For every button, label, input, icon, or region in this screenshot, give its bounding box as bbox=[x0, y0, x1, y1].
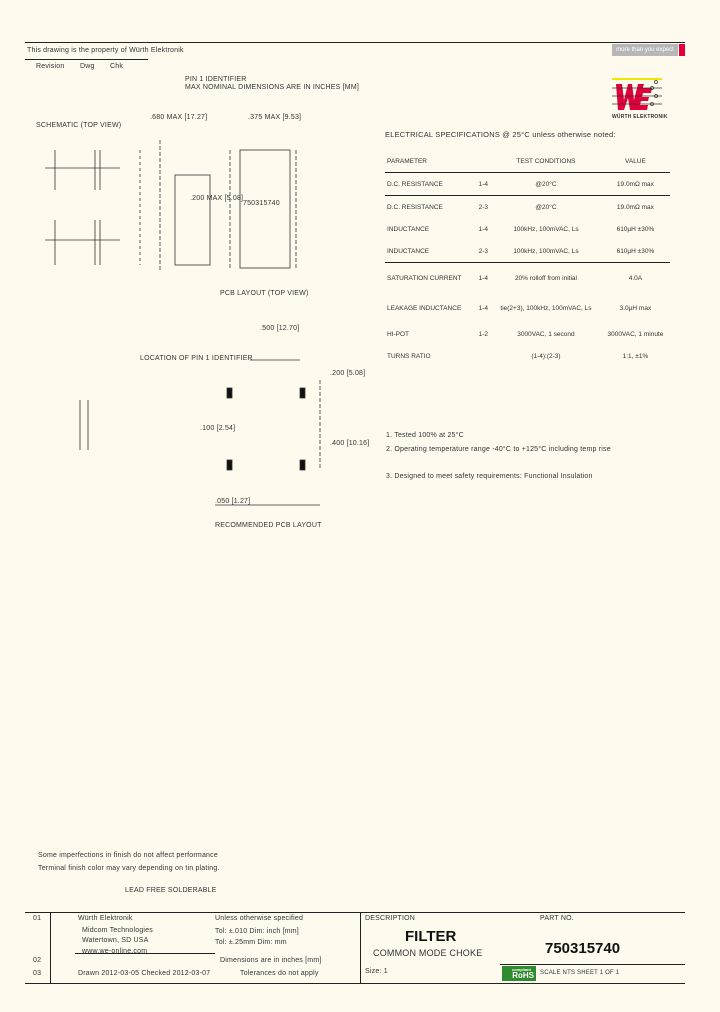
website: www.we-online.com bbox=[82, 948, 148, 955]
pcb-layout-caption: PCB LAYOUT (TOP VIEW) bbox=[220, 290, 309, 297]
header-title: This drawing is the property of Würth El… bbox=[27, 47, 184, 54]
table-header: PARAMETER TEST CONDITIONS VALUE bbox=[385, 150, 670, 173]
we-logo-icon bbox=[612, 78, 662, 110]
header-underline bbox=[25, 59, 148, 60]
chk-label: Chk bbox=[110, 63, 124, 70]
spec-note-3: 3. Designed to meet safety requirements:… bbox=[386, 473, 593, 480]
spec-note-1: 1. Tested 100% at 25°C bbox=[386, 432, 464, 439]
top-border bbox=[25, 42, 685, 43]
rev-1: 01 bbox=[33, 915, 42, 922]
product-type: FILTER bbox=[405, 928, 457, 945]
part-number: 750315740 bbox=[545, 940, 621, 957]
slogan-badge: more than you expect bbox=[612, 44, 678, 56]
dim-pitch: .100 [2.54] bbox=[200, 425, 236, 432]
we-logo: WÜRTH ELEKTRONIK bbox=[612, 78, 668, 122]
top-view bbox=[229, 149, 297, 270]
dim-pcb-width: .500 [12.70] bbox=[260, 325, 300, 332]
address-line-1: Midcom Technologies bbox=[82, 927, 153, 934]
recommended-layout-caption: RECOMMENDED PCB LAYOUT bbox=[215, 522, 322, 529]
revision-label: Revision bbox=[36, 63, 65, 70]
dim-pad: .200 [5.08] bbox=[330, 370, 366, 377]
product-description: COMMON MODE CHOKE bbox=[373, 948, 483, 958]
dim-pad-size: .050 [1.27] bbox=[215, 498, 251, 505]
dates: Drawn 2012-03-05 Checked 2012-03-07 bbox=[78, 970, 211, 977]
note-dimensions: MAX NOMINAL DIMENSIONS ARE IN INCHES [MM… bbox=[185, 84, 360, 91]
tolerance-mm: Tol: ±.25mm Dim: mm bbox=[215, 939, 287, 946]
part-label: PART NO. bbox=[540, 915, 574, 922]
dim-height: .375 MAX [9.53] bbox=[248, 114, 302, 121]
spec-note-2: 2. Operating temperature range -40°C to … bbox=[386, 446, 611, 453]
designer: Würth Elektronik bbox=[78, 915, 133, 922]
rev-3: 03 bbox=[33, 970, 42, 977]
schematic-symbol bbox=[45, 150, 141, 265]
terminal-note: Terminal finish color may vary depending… bbox=[38, 865, 220, 872]
sheet-info: SCALE NTS SHEET 1 OF 1 bbox=[540, 970, 620, 976]
side-view bbox=[159, 140, 211, 270]
rohs-badge: RoHS compliant bbox=[502, 966, 536, 981]
finish-line-1: Dimensions are in inches [mm] bbox=[220, 957, 322, 964]
part-marking: 750315740 bbox=[243, 200, 280, 207]
dim-width: .680 MAX [17.27] bbox=[150, 114, 208, 121]
table-row: TURNS RATIO(1-4):(2-3)1:1, ±1% bbox=[387, 352, 649, 360]
badge-accent bbox=[679, 44, 685, 56]
finish-line-2: Tolerances do not apply bbox=[240, 970, 319, 977]
dwg-label: Dwg bbox=[80, 63, 95, 70]
tolerance-heading: Unless otherwise specified bbox=[215, 915, 304, 922]
tolerance-inch: Tol: ±.010 Dim: inch [mm] bbox=[215, 928, 299, 935]
electrical-spec-table: PARAMETER TEST CONDITIONS VALUE D.C. RES… bbox=[385, 150, 670, 367]
schematic-label: SCHEMATIC (TOP VIEW) bbox=[36, 122, 122, 129]
dim-pad-spacing: .400 [10.16] bbox=[330, 440, 370, 447]
pin1-location-label: LOCATION OF PIN 1 IDENTIFIER bbox=[140, 355, 253, 362]
description-label: DESCRIPTION bbox=[365, 915, 416, 922]
spec-title: ELECTRICAL SPECIFICATIONS @ 25°C unless … bbox=[385, 130, 616, 139]
dim-side: .200 MAX [5.08] bbox=[190, 195, 244, 202]
lead-free-caption: LEAD FREE SOLDERABLE bbox=[125, 887, 217, 894]
finish-note: Some imperfections in finish do not affe… bbox=[38, 852, 218, 859]
note-pin1: PIN 1 IDENTIFIER bbox=[185, 76, 247, 83]
pcb-layout bbox=[79, 359, 321, 506]
size-label: Size: 1 bbox=[365, 968, 388, 975]
logo-text: WÜRTH ELEKTRONIK bbox=[612, 114, 668, 120]
rev-2: 02 bbox=[33, 957, 42, 964]
address-line-2: Watertown, SD USA bbox=[82, 937, 149, 944]
